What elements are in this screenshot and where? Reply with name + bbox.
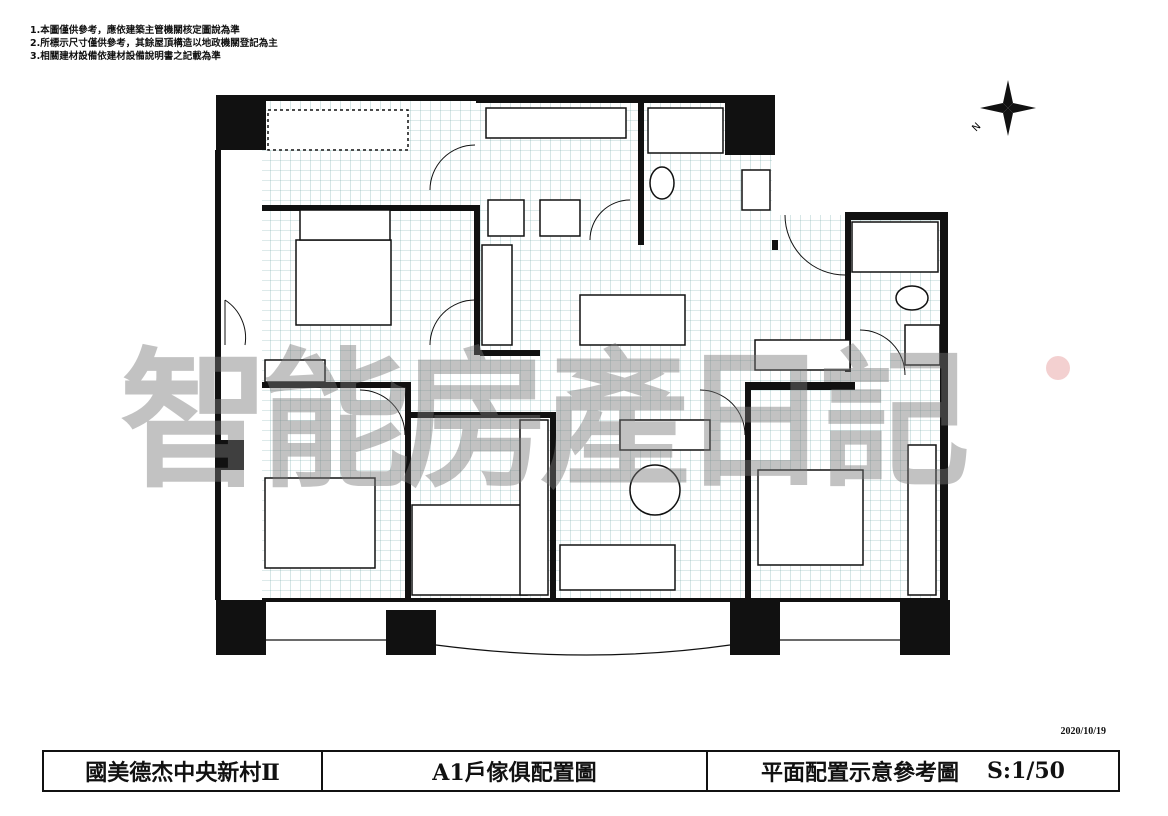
bed-room3	[411, 504, 528, 596]
drawing-type: 平面配置示意參考圖	[761, 760, 960, 786]
bed-room4	[757, 469, 864, 566]
tv-cabinet	[619, 419, 711, 451]
window-bay	[266, 639, 900, 656]
note-3: 3.相關建材設備依建材設備說明書之記載為準	[30, 51, 221, 62]
toilet	[649, 166, 675, 200]
kitchen-counter	[485, 107, 627, 139]
title-block: 國美德杰中央新村Ⅱ A1戶傢俱配置圖 平面配置示意參考圖 S:1/50	[42, 750, 1120, 792]
drawing-title: A1戶傢俱配置圖	[323, 752, 708, 790]
note-2: 2.所標示尺寸僅供參考，其餘屋頂構造以地政機關登記為主	[30, 38, 278, 49]
walls	[215, 95, 950, 655]
bed-master	[295, 239, 392, 326]
seal-stamp	[1046, 356, 1070, 380]
dining-table	[579, 294, 686, 346]
furniture	[264, 107, 941, 596]
basin	[741, 169, 771, 211]
project-name: 國美德杰中央新村Ⅱ	[44, 752, 323, 790]
wardrobe	[481, 244, 513, 346]
doors	[224, 144, 906, 436]
disclaimer-notes: 1.本圖僅供參考，應依建築主管機關核定圖說為準 2.所標示尺寸僅供參考，其餘屋頂…	[30, 24, 278, 63]
drawing-scale: S:1/50	[987, 758, 1065, 784]
basin-2	[904, 324, 941, 366]
shower-2	[851, 221, 939, 273]
compass-icon: N	[970, 80, 1036, 136]
compass-north-label: N	[970, 121, 983, 134]
sofa	[559, 544, 676, 591]
drawing-date: 2020/10/19	[1060, 726, 1106, 737]
toilet-2	[895, 285, 929, 311]
note-1: 1.本圖僅供參考，應依建築主管機關核定圖說為準	[30, 25, 240, 36]
coffee-table	[629, 464, 681, 516]
wardrobe-4	[907, 444, 937, 596]
wardrobe-3	[754, 339, 851, 371]
wardrobe-5	[519, 419, 549, 596]
drawing-type-cell: 平面配置示意參考圖 S:1/50	[708, 752, 1118, 790]
wardrobe-2	[264, 359, 326, 383]
shower	[647, 107, 724, 154]
bed-room2	[264, 477, 376, 569]
balcony-plants	[267, 109, 409, 151]
